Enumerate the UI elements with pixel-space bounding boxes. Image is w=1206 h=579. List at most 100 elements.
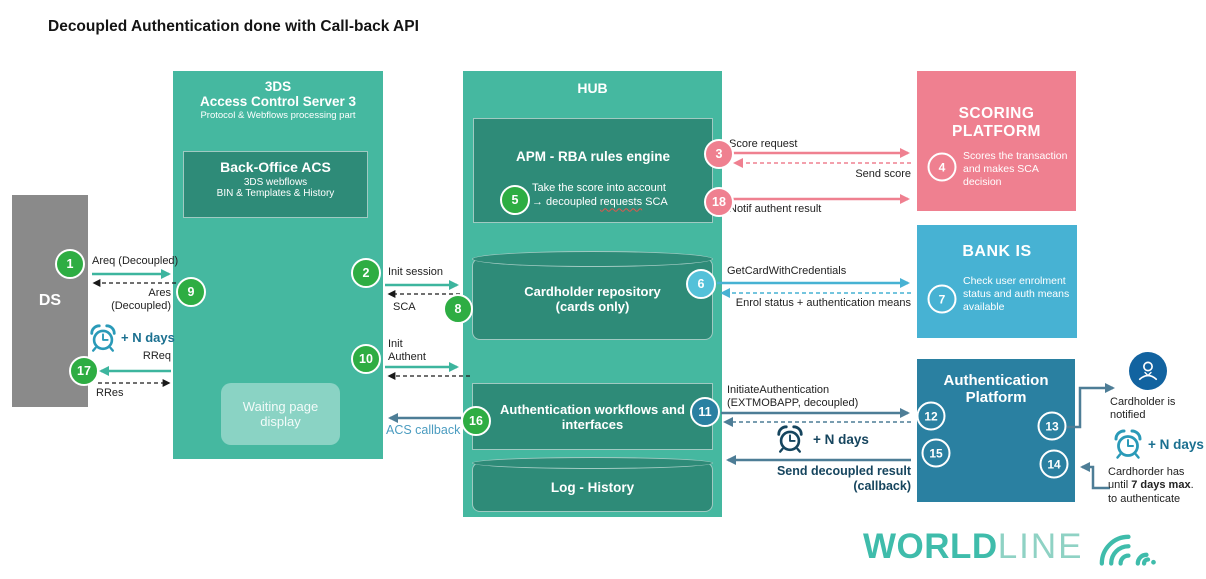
- sca-label: SCA: [393, 301, 416, 313]
- send-score-label: Send score: [855, 168, 911, 180]
- step-circle-8: 8: [443, 294, 473, 324]
- step-number: 18: [712, 195, 726, 209]
- back-office-line1: 3DS webflows: [243, 177, 308, 188]
- step-circle-9: 9: [176, 277, 206, 307]
- scoring-title-1: SCORING: [958, 105, 1035, 122]
- step-number: 13: [1045, 419, 1059, 433]
- step-circle-11: 11: [690, 397, 720, 427]
- notif-authent-label: Notif authent result: [729, 203, 822, 215]
- apm-title: APM - RBA rules engine: [515, 149, 671, 164]
- step-number: 11: [698, 405, 712, 419]
- step-circle-12: 12: [916, 401, 946, 431]
- scoring-desc: Scores the transaction and makes SCA dec…: [963, 150, 1068, 189]
- send-decoupled-label: Send decoupled result (callback): [751, 464, 911, 495]
- acs-box: 3DS Access Control Server 3 Protocol & W…: [173, 71, 383, 459]
- step-number: 5: [511, 193, 519, 207]
- init-session-label: Init session: [388, 266, 444, 278]
- workflows-box: Authentication workflows and interfaces: [472, 383, 713, 450]
- log-history-label: Log - History: [550, 479, 635, 495]
- step-circle-6: 6: [686, 269, 716, 299]
- areq-label: Areq (Decoupled): [92, 255, 179, 267]
- init-authent-label: Init Authent: [388, 338, 426, 364]
- step-circle-4: 4: [927, 152, 957, 182]
- log-history-cylinder: Log - History: [472, 457, 713, 512]
- apm-note-misspelled-word: requests: [599, 196, 643, 209]
- step-number: 10: [359, 352, 373, 366]
- ds-label: DS: [38, 292, 62, 309]
- back-office-title: Back-Office ACS: [220, 159, 331, 175]
- waiting-page-label: Waiting page display: [242, 399, 319, 429]
- enrol-status-label: Enrol status + authentication means: [735, 297, 911, 309]
- alarm-clock-icon: [88, 323, 118, 358]
- step-number: 14: [1047, 457, 1061, 471]
- auth-platform-title-2: Platform: [965, 389, 1027, 406]
- step-circle-10: 10: [351, 344, 381, 374]
- send-decoupled-line1: Send decoupled result: [776, 464, 911, 478]
- score-request-label: Score request: [729, 138, 798, 150]
- apm-note-line2-suffix: SCA: [642, 196, 668, 209]
- initiate-auth-label: InitiateAuthentication (EXTMOBAPP, decou…: [727, 384, 859, 410]
- step-circle-17: 17: [69, 356, 99, 386]
- step-number: 9: [187, 285, 195, 299]
- getcard-label: GetCardWithCredentials: [727, 265, 847, 277]
- waiting-page-box: Waiting page display: [221, 383, 340, 445]
- cardholder-notified-label: Cardholder is notified: [1110, 396, 1176, 422]
- worldline-logo-word2: LINE: [997, 527, 1084, 566]
- deadline-post: . to authenticate: [1108, 479, 1194, 505]
- step-number: 8: [454, 302, 462, 316]
- repository-line2: (cards only): [555, 299, 630, 314]
- scoring-title-2: PLATFORM: [952, 123, 1041, 140]
- back-office-box: Back-Office ACS 3DS webflows BIN & Templ…: [183, 151, 368, 218]
- cardholder-repository-cylinder: Cardholder repository (cards only): [472, 251, 713, 340]
- hub-title: HUB: [577, 80, 608, 96]
- cylinder-top-ellipse: [472, 457, 713, 469]
- rreq-label: RReq: [142, 350, 171, 362]
- step-number: 16: [469, 414, 483, 428]
- step-circle-3: 3: [704, 139, 734, 169]
- cylinder-top-ellipse: [472, 251, 713, 267]
- deadline-label: Cardhorder has until 7 days max. to auth…: [1108, 466, 1194, 506]
- step-number: 17: [77, 364, 91, 378]
- worldline-wave-icon: [1099, 534, 1156, 566]
- step-number: 15: [929, 446, 943, 460]
- deadline-return-arrow: [1080, 462, 1110, 490]
- scoring-platform-box: SCORING PLATFORM Scores the transaction …: [917, 71, 1076, 211]
- step-circle-15: 15: [921, 438, 951, 468]
- step-circle-14: 14: [1039, 449, 1069, 479]
- send-decoupled-line2: (callback): [853, 479, 911, 494]
- page-title: Decoupled Authentication done with Call-…: [48, 18, 419, 35]
- n-days-mid-label: + N days: [813, 432, 869, 447]
- step-number: 12: [924, 409, 938, 423]
- acs-subtitle: Protocol & Webflows processing part: [200, 110, 356, 121]
- deadline-pre: Cardhorder has until: [1108, 466, 1185, 492]
- worldline-logo-word1: WORLD: [863, 527, 998, 566]
- step-circle-5: 5: [500, 185, 530, 215]
- step-number: 3: [715, 147, 723, 161]
- step-number: 6: [697, 277, 705, 291]
- bank-is-box: BANK IS Check user enrolment status and …: [917, 225, 1077, 338]
- apm-note-line1: Take the score into account: [532, 182, 666, 194]
- acs-title-1: 3DS: [264, 79, 292, 94]
- step-circle-7: 7: [927, 284, 957, 314]
- apm-note-line2-prefix: → decoupled: [532, 196, 600, 209]
- step-circle-13: 13: [1037, 411, 1067, 441]
- n-days-left-label: + N days: [121, 330, 175, 345]
- repository-line1: Cardholder repository: [524, 284, 661, 299]
- back-office-line2: BIN & Templates & History: [216, 188, 335, 199]
- acs-callback-label: ACS callback: [386, 423, 461, 437]
- step-number: 7: [938, 292, 946, 306]
- auth-platform-title-1: Authentication: [943, 372, 1049, 389]
- deadline-bold: 7 days max: [1131, 479, 1191, 492]
- workflows-label: Authentication workflows and interfaces: [500, 401, 685, 432]
- rres-label: RRes: [96, 387, 124, 399]
- alarm-clock-icon: [1112, 428, 1144, 465]
- step-circle-18: 18: [704, 187, 734, 217]
- step-number: 1: [66, 257, 74, 271]
- notify-cardholder-arrow: [1067, 383, 1115, 429]
- apm-note: Take the score into account → decoupled …: [532, 181, 707, 210]
- apm-box: APM - RBA rules engine Take the score in…: [473, 118, 713, 223]
- step-circle-16: 16: [461, 406, 491, 436]
- step-circle-1: 1: [55, 249, 85, 279]
